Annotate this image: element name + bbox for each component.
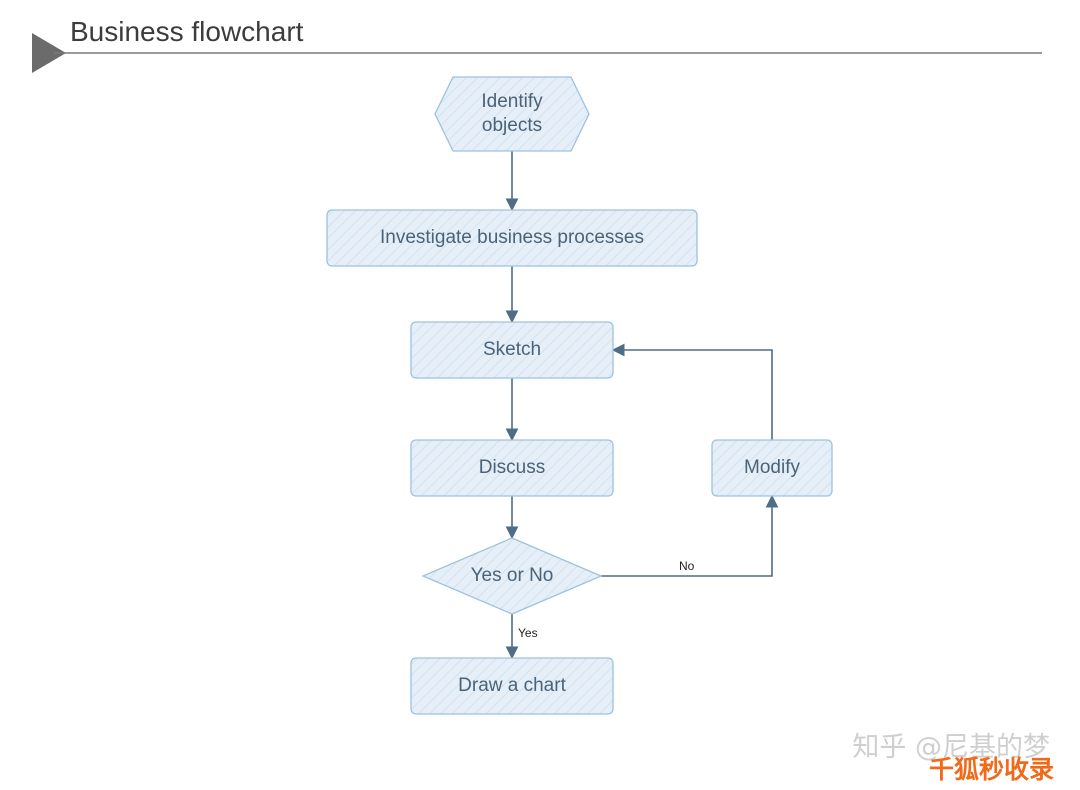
node-modify: Modify — [711, 439, 833, 497]
node-shape — [410, 439, 614, 497]
edge-label-yes: Yes — [518, 626, 538, 640]
node-label: Identify — [481, 91, 543, 112]
node-shape — [326, 209, 698, 267]
edge-line — [611, 343, 773, 440]
node-sketch: Sketch — [410, 321, 614, 379]
node-investigate: Investigate business processes — [326, 209, 698, 267]
title-header: Business flowchart — [32, 16, 1042, 73]
node-identify: Identify objects — [434, 76, 590, 152]
edge-modify-to-sketch — [611, 343, 773, 440]
edge-decision-to-modify: No — [601, 494, 779, 577]
node-shape — [434, 76, 590, 152]
node-label: Yes or No — [471, 565, 554, 586]
node-label: Draw a chart — [458, 675, 566, 696]
watermark-line-2: 千狐秒收录 — [929, 755, 1054, 784]
watermark-line-1: 知乎 @尼基的梦 — [852, 732, 1050, 763]
node-label: Sketch — [483, 339, 541, 360]
node-label: Modify — [744, 457, 800, 478]
node-draw: Draw a chart — [410, 657, 614, 715]
edges-layer: Yes No — [505, 151, 779, 660]
node-shape — [410, 321, 614, 379]
node-decision: Yes or No — [421, 537, 603, 615]
watermark: 知乎 @尼基的梦 千狐秒收录 — [852, 732, 1054, 784]
node-shape — [410, 657, 614, 715]
title-marker-icon — [32, 33, 66, 73]
edge-label-no: No — [679, 559, 695, 573]
node-label: objects — [482, 115, 542, 136]
node-label: Discuss — [479, 457, 546, 478]
node-shape — [711, 439, 833, 497]
node-label: Investigate business processes — [380, 227, 644, 248]
edge-line — [601, 494, 779, 577]
node-discuss: Discuss — [410, 439, 614, 497]
node-shape — [421, 537, 603, 615]
edge-decision-to-draw: Yes — [505, 614, 538, 660]
page-title: Business flowchart — [70, 16, 304, 47]
